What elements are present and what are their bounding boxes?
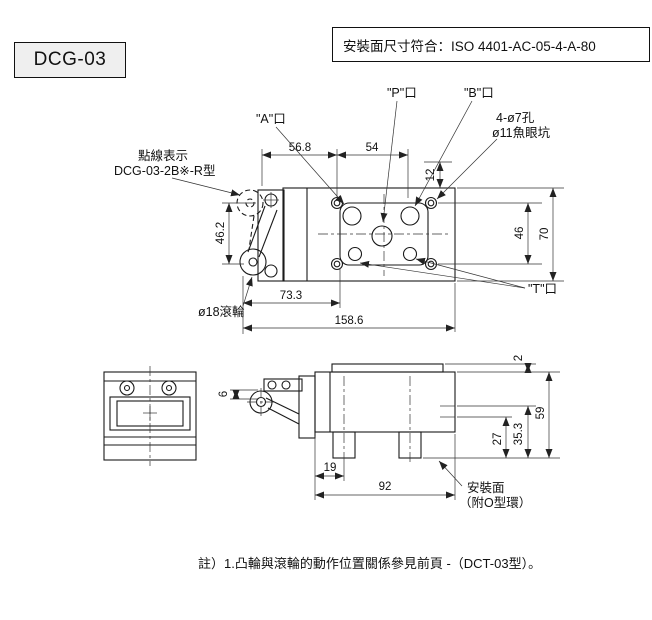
dim-2: 2 — [445, 355, 536, 373]
dim-46: 46 — [438, 202, 542, 265]
leader-bolt-holes: 4-ø7孔 ø11魚眼坑 — [436, 111, 551, 200]
port-b-circle — [400, 206, 420, 226]
dim-73-3-value: 73.3 — [280, 290, 302, 302]
dim-92: 92 — [314, 434, 456, 500]
dim-6-value: 6 — [218, 391, 230, 397]
port-t2-circle — [402, 246, 418, 262]
dim-35-3: 35.3 — [457, 405, 536, 458]
mounting-spec-box: 安裝面尺寸符合：ISO 4401-AC-05-4-A-80 — [332, 27, 650, 62]
valve-body-outline — [282, 187, 456, 282]
port-t1-circle — [347, 246, 363, 262]
dim-70-value: 70 — [539, 228, 551, 241]
side-body-outline — [314, 371, 456, 433]
dim-158-6-value: 158.6 — [335, 315, 364, 327]
dim-158-6: 158.6 — [243, 283, 456, 332]
dim-59: 59 — [423, 371, 560, 459]
mounting-face-label-1: 安裝面 — [467, 480, 505, 495]
dim-70: 70 — [457, 187, 564, 282]
dim-46-2-value: 46.2 — [215, 222, 227, 244]
mounting-spec-text: 安裝面尺寸符合：ISO 4401-AC-05-4-A-80 — [343, 38, 596, 54]
dim-19: 19 — [314, 436, 345, 481]
model-label-box: DCG-03 — [14, 42, 126, 78]
footnote: 註）1.凸輪與滾輪的動作位置關係參見前頁 -（DCT-03型）。 — [198, 556, 542, 571]
dim-19-value: 19 — [324, 462, 337, 474]
dim-27: 27 — [457, 416, 512, 458]
dotted-variant-label-2: DCG-03-2B※-R型 — [114, 164, 215, 178]
dim-46-value: 46 — [514, 227, 526, 240]
dim-46-2: 46.2 — [215, 202, 256, 265]
top-view: 56.8 54 12 46 70 — [114, 86, 564, 334]
dim-92-value: 92 — [379, 481, 392, 493]
leader-roller: ø18滾輪 — [198, 276, 253, 319]
dotted-variant-roller — [236, 189, 264, 250]
port-p-circle — [371, 225, 393, 247]
dim-54: 54 — [337, 142, 409, 198]
dim-35-3-value: 35.3 — [513, 423, 525, 445]
dim-56-8-value: 56.8 — [289, 142, 311, 154]
bolt-holes-label-2: ø11魚眼坑 — [492, 125, 551, 140]
leader-dotted-variant: 點線表示 DCG-03-2B※-R型 — [114, 148, 241, 197]
roller-label: ø18滾輪 — [198, 304, 245, 319]
port-a-label: "A"口 — [256, 112, 286, 126]
cam-roller-bracket — [239, 189, 285, 282]
dim-12: 12 — [424, 161, 452, 188]
mounting-face-label-2: （附O型環） — [459, 496, 531, 510]
leader-port-t: "T"口 — [359, 257, 557, 296]
side-view: 6 19 92 2 59 — [218, 355, 560, 510]
port-t-label: "T"口 — [528, 282, 557, 296]
dim-2-value: 2 — [513, 355, 525, 361]
port-p-label: "P"口 — [387, 86, 417, 100]
dim-27-value: 27 — [492, 433, 504, 446]
end-view — [103, 366, 197, 466]
leader-port-b: "B"口 — [414, 86, 494, 207]
port-b-label: "B"口 — [464, 86, 494, 100]
dim-6: 6 — [218, 389, 258, 400]
leader-mounting-face: 安裝面 （附O型環） — [438, 460, 531, 510]
leader-port-a: "A"口 — [256, 112, 345, 205]
side-top-step — [331, 363, 444, 373]
side-cam-mechanism — [247, 375, 316, 439]
dim-73-3: 73.3 — [242, 268, 341, 334]
leader-port-p: "P"口 — [380, 86, 417, 223]
dotted-variant-label-1: 點線表示 — [138, 148, 188, 163]
bolt-holes-label-1: 4-ø7孔 — [496, 111, 535, 125]
port-a-circle — [342, 206, 362, 226]
dim-54-value: 54 — [366, 142, 379, 154]
dim-12-value: 12 — [425, 169, 437, 182]
roller-circle — [239, 248, 267, 276]
model-label: DCG-03 — [33, 49, 107, 70]
dim-59-value: 59 — [535, 407, 547, 420]
